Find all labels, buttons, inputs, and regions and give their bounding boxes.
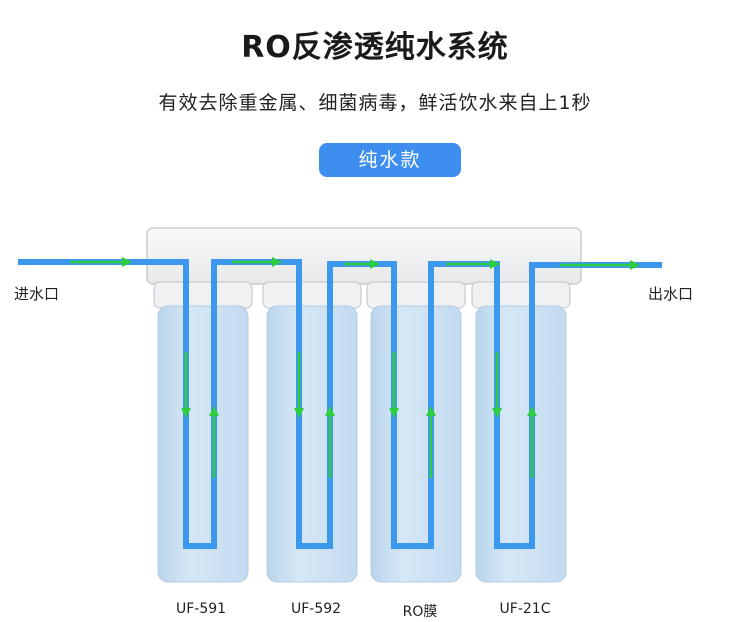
filter-canister-1 — [157, 305, 249, 583]
flow-arrow-up-2-head — [325, 406, 335, 416]
flow-arrow-down-3-head — [389, 408, 399, 418]
filter-label-3: RO膜 — [402, 604, 438, 620]
inlet-label: 进水口 — [14, 285, 60, 303]
filter-canister-4 — [475, 305, 567, 583]
filter-cap-2 — [262, 281, 362, 309]
flow-arrow-up-4-head — [527, 406, 537, 416]
filter-label-2: UF-592 — [290, 601, 342, 617]
filter-head-housing — [146, 227, 582, 285]
flow-arrow-outlet-head — [630, 260, 640, 270]
flow-arrow-up-3-head — [426, 406, 436, 416]
outlet-label: 出水口 — [648, 285, 694, 303]
flow-arrow-down-2-head — [294, 408, 304, 418]
filter-label-4: UF-21C — [499, 601, 551, 617]
filter-cap-3 — [366, 281, 466, 309]
flow-arrow-down-4-head — [492, 408, 502, 418]
product-badge[interactable]: 纯水款 — [319, 143, 461, 177]
filter-canister-2 — [266, 305, 358, 583]
flow-arrow-link-2-head — [370, 259, 380, 269]
flow-arrow-link-3-head — [490, 259, 500, 269]
flow-arrow-link-1-head — [272, 257, 282, 267]
filter-cap-1 — [153, 281, 253, 309]
filter-label-1: UF-591 — [175, 601, 227, 617]
flow-arrow-inlet-head — [122, 257, 132, 267]
flow-arrow-up-1-head — [209, 406, 219, 416]
page-title: RO反渗透纯水系统 — [241, 30, 509, 65]
page-subtitle: 有效去除重金属、细菌病毒，鲜活饮水来自上1秒 — [158, 92, 592, 114]
filter-canister-3 — [370, 305, 462, 583]
flow-arrow-down-1-head — [181, 408, 191, 418]
filter-cap-4 — [471, 281, 571, 309]
